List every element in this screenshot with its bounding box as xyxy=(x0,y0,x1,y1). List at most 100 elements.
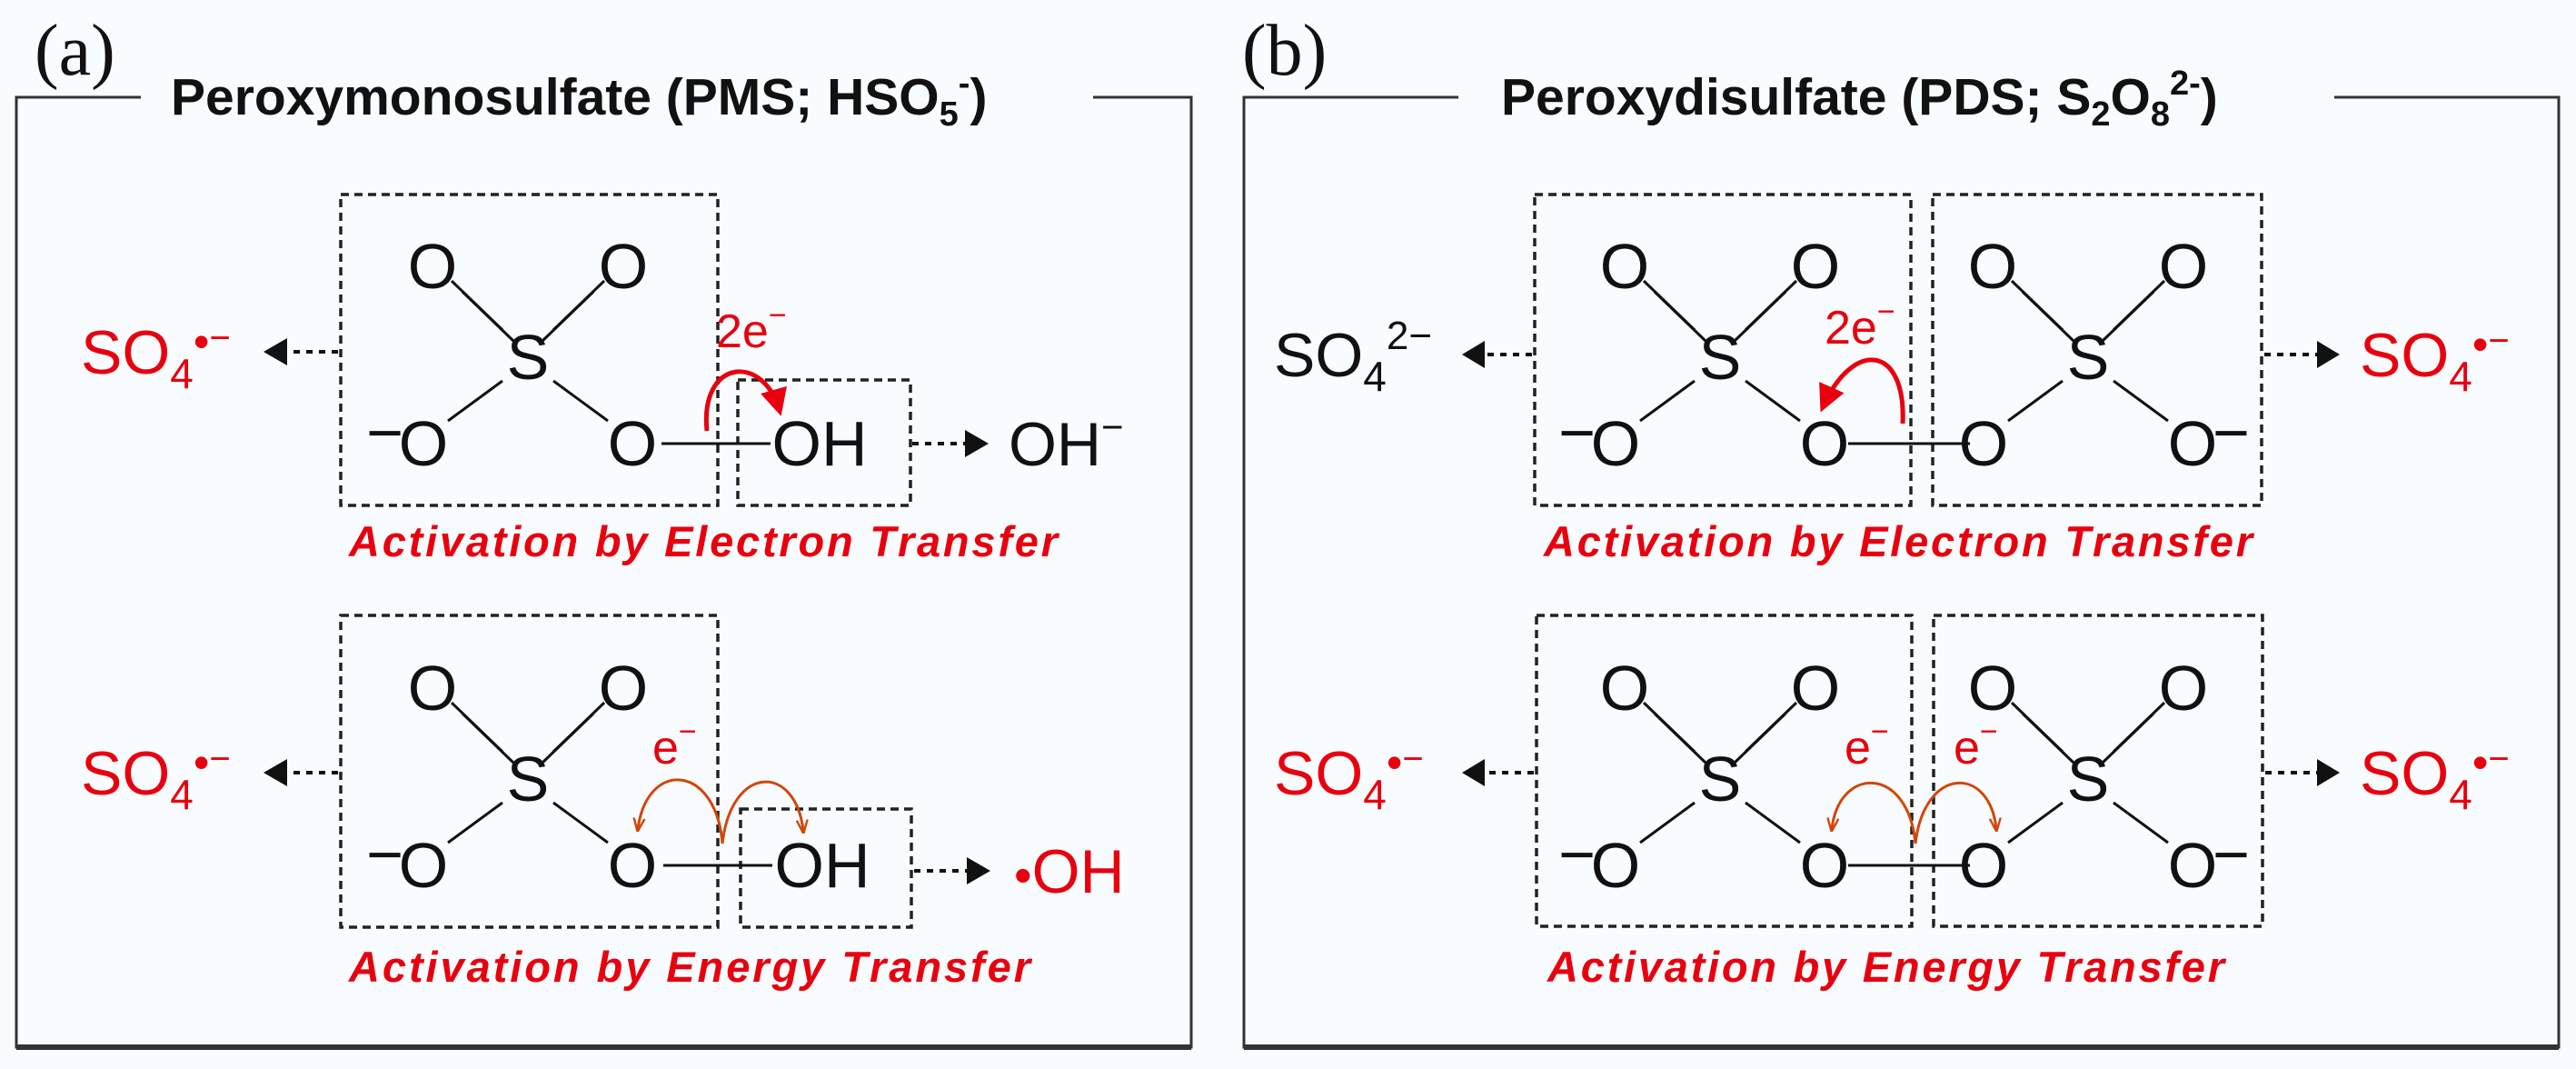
single-bond xyxy=(2007,801,2064,844)
atom-oxygen-bottom-left: O xyxy=(1591,408,1640,479)
atom-oxygen-bottom-right: O xyxy=(2168,830,2217,901)
atom-oxygen-top-right: O xyxy=(599,231,648,302)
so4-fragment-box xyxy=(339,614,720,929)
oh-fragment-box xyxy=(739,807,913,929)
atom-oh: OH xyxy=(772,408,868,479)
arrow-right xyxy=(2264,341,2340,368)
negative-charge: − xyxy=(366,397,403,468)
caption-electron-transfer: Activation by Electron Transfer xyxy=(1543,517,2255,565)
curved-arrow-icon xyxy=(1914,782,1996,844)
curved-arrow-icon xyxy=(703,369,787,432)
electron-label: e− xyxy=(1845,714,1889,774)
double-bond xyxy=(450,279,504,332)
single-bond xyxy=(552,801,609,844)
so4-fragment-box xyxy=(339,193,720,507)
double-bond xyxy=(450,701,504,754)
electron-label: 2e− xyxy=(1825,295,1895,355)
arrow-left xyxy=(1462,759,1534,786)
single-bond xyxy=(2113,801,2169,844)
atom-sulfur: S xyxy=(2067,322,2110,393)
atom-oxygen-bottom-right: O xyxy=(2168,408,2217,479)
product-sulfate-radical: SO4•− xyxy=(2360,319,2510,400)
single-bond xyxy=(1745,379,1801,423)
single-bond xyxy=(552,379,609,423)
single-bond xyxy=(2007,379,2064,423)
product-sulfate: SO42− xyxy=(1274,314,1432,400)
single-bond xyxy=(1639,379,1696,423)
arrow-right xyxy=(912,430,989,457)
atom-oxygen-top-left: O xyxy=(1968,653,2017,724)
atom-oxygen-bottom-left: O xyxy=(1591,830,1640,901)
atom-oxygen-top-left: O xyxy=(1968,231,2017,302)
so4-fragment-box xyxy=(1931,193,2263,507)
double-bond xyxy=(1642,701,1696,754)
single-bond xyxy=(1639,801,1696,844)
atom-oxygen-bottom-left: O xyxy=(399,408,448,479)
curved-arrow-icon xyxy=(721,780,803,844)
double-bond xyxy=(541,712,595,764)
atom-oxygen-bottom-right: O xyxy=(608,408,657,479)
negative-charge: − xyxy=(2213,397,2250,468)
double-bond xyxy=(1733,712,1787,764)
curved-arrow-icon xyxy=(1832,782,1917,844)
panel-title: Peroxymonosulfate (PMS; HSO5-) xyxy=(171,65,987,134)
atom-oxygen-bottom-right: O xyxy=(1800,830,1849,901)
negative-charge: − xyxy=(366,819,403,890)
product-sulfate-radical: SO4•− xyxy=(2360,737,2510,818)
product-sulfate-radical: SO4•− xyxy=(81,316,231,397)
arrow-left xyxy=(1462,341,1532,368)
atom-oh: OH xyxy=(775,830,870,901)
panel-label: (b) xyxy=(1242,11,1327,91)
arrow-left xyxy=(264,338,338,365)
electron-label: e− xyxy=(1954,714,1998,774)
single-bond xyxy=(447,379,503,423)
so4-fragment-box xyxy=(1533,193,1913,507)
atom-oxygen-top-right: O xyxy=(599,653,648,724)
caption-energy-transfer: Activation by Energy Transfer xyxy=(348,943,1033,991)
product-sulfate-radical: SO4•− xyxy=(81,737,231,818)
double-bond xyxy=(2101,712,2155,764)
atom-sulfur: S xyxy=(1699,744,1742,814)
arrow-right xyxy=(2265,759,2340,786)
atom-oxygen-bottom-right: O xyxy=(1800,408,1849,479)
double-bond xyxy=(541,290,595,343)
double-bond xyxy=(2010,279,2064,332)
atom-sulfur: S xyxy=(507,744,550,814)
atom-oxygen-bottom-right: O xyxy=(608,830,657,901)
panel-label: (a) xyxy=(35,11,115,91)
atom-oxygen-top-right: O xyxy=(2159,653,2208,724)
atom-oxygen-top-right: O xyxy=(1791,653,1840,724)
curved-arrow-icon xyxy=(638,778,724,844)
curved-arrow-icon xyxy=(1819,357,1905,425)
product-hydroxyl-radical: •OH xyxy=(1014,837,1125,906)
atom-oxygen-top-left: O xyxy=(1600,653,1649,724)
atom-oxygen-bottom-left: O xyxy=(399,830,448,901)
atom-sulfur: S xyxy=(507,322,550,393)
electron-label: e− xyxy=(652,714,697,774)
so4-fragment-box xyxy=(1535,614,1914,928)
single-bond xyxy=(2113,379,2169,423)
atom-oxygen-top-right: O xyxy=(1791,231,1840,302)
atom-oxygen-top-left: O xyxy=(1600,231,1649,302)
atom-sulfur: S xyxy=(1699,322,1742,393)
arrow-right xyxy=(914,857,990,884)
double-bond xyxy=(1642,279,1696,332)
single-bond xyxy=(1745,801,1801,844)
product-hydroxide: OH− xyxy=(1009,405,1124,479)
electron-label: 2e− xyxy=(716,298,787,358)
negative-charge: − xyxy=(1558,819,1596,890)
negative-charge: − xyxy=(1558,397,1596,468)
double-bond xyxy=(2101,290,2155,343)
atom-sulfur: S xyxy=(2067,744,2110,814)
